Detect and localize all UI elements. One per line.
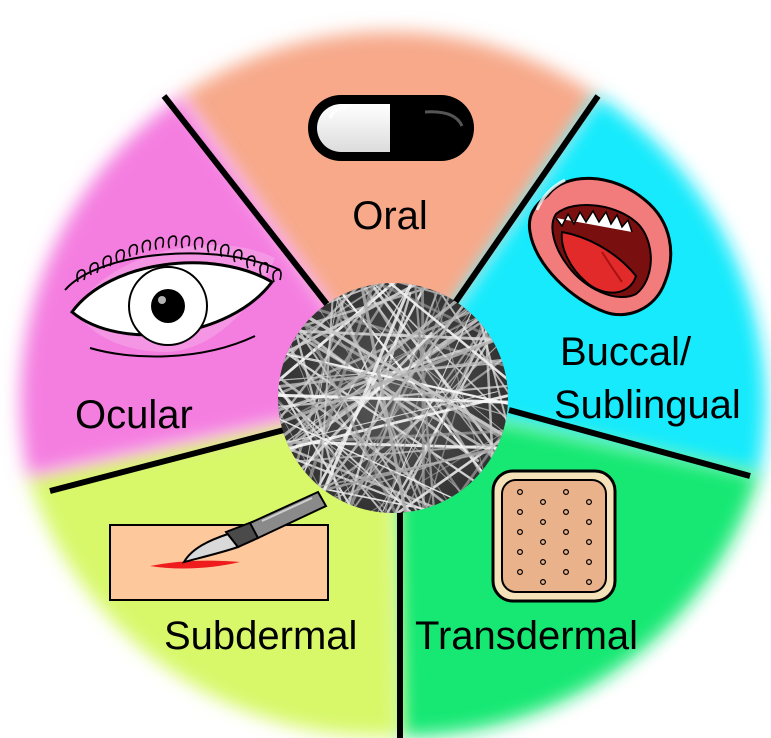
label-buccal-line1: Buccal/ xyxy=(560,330,692,374)
label-ocular: Ocular xyxy=(75,393,193,437)
label-subdermal: Subdermal xyxy=(164,614,357,658)
patch-icon xyxy=(493,471,615,601)
label-oral: Oral xyxy=(352,194,428,238)
label-transdermal: Transdermal xyxy=(415,614,638,658)
label-buccal-line2: Sublingual xyxy=(554,383,741,427)
capsule-icon xyxy=(308,95,474,161)
